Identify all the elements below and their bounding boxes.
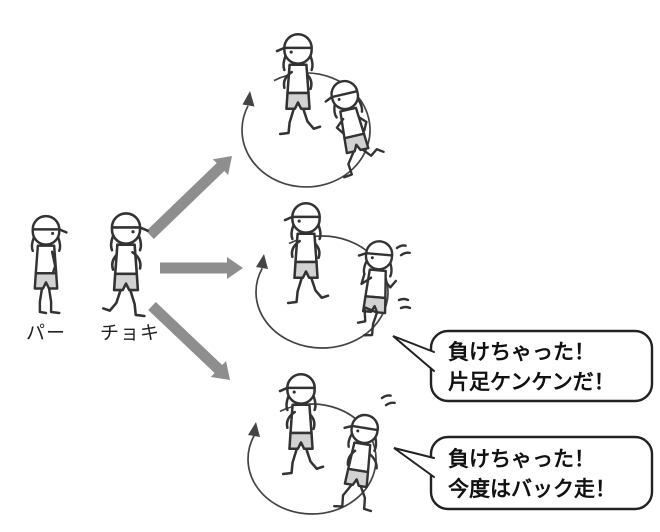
speech-bubble-hop-text: 負けちゃった！ 片足ケンケンだ！	[448, 337, 615, 397]
kid-figure-middle-leader	[285, 203, 328, 303]
branch-arrow-up-icon	[146, 156, 232, 239]
speech-bubble-back-shape	[393, 435, 654, 511]
sweat-marks-icon	[397, 297, 412, 310]
kid-figure-middle-hopper	[352, 240, 399, 338]
speech-bubble-hop-shape	[392, 329, 654, 403]
speech-bubble-line: 片足ケンケンだ！	[448, 370, 615, 395]
sweat-marks-icon	[380, 392, 396, 407]
run-track-bottom	[247, 403, 377, 515]
hand-label-choki: チョキ	[99, 322, 160, 344]
kid-figure-scissors	[103, 213, 147, 316]
track-arrowhead-icon	[248, 422, 260, 437]
sweat-marks-icon	[395, 242, 411, 257]
kid-figure-paper	[32, 216, 66, 313]
kid-figure-top-chaser	[322, 76, 387, 178]
bubble-tail	[392, 335, 435, 372]
speech-bubble-line: 負けちゃった！	[448, 447, 595, 471]
speech-bubble-line: 負けちゃった！	[448, 340, 595, 364]
branch-arrow-down-icon	[148, 302, 230, 380]
hand-label-paa: パー	[25, 322, 66, 344]
track-arrowhead-icon	[256, 254, 268, 269]
track-arrowhead-icon	[242, 91, 255, 107]
kid-figure-bottom-leader	[280, 374, 323, 474]
run-track-middle	[255, 235, 389, 349]
branch-arrow-middle-icon	[160, 257, 243, 279]
speech-bubble-line: 今度はバック走！	[448, 477, 616, 502]
speech-bubble-back-text: 負けちゃった！ 今度はバック走！	[448, 444, 616, 504]
kid-figure-top-leader	[277, 34, 320, 134]
bubble-tail	[393, 447, 435, 478]
run-track-top	[241, 72, 371, 188]
